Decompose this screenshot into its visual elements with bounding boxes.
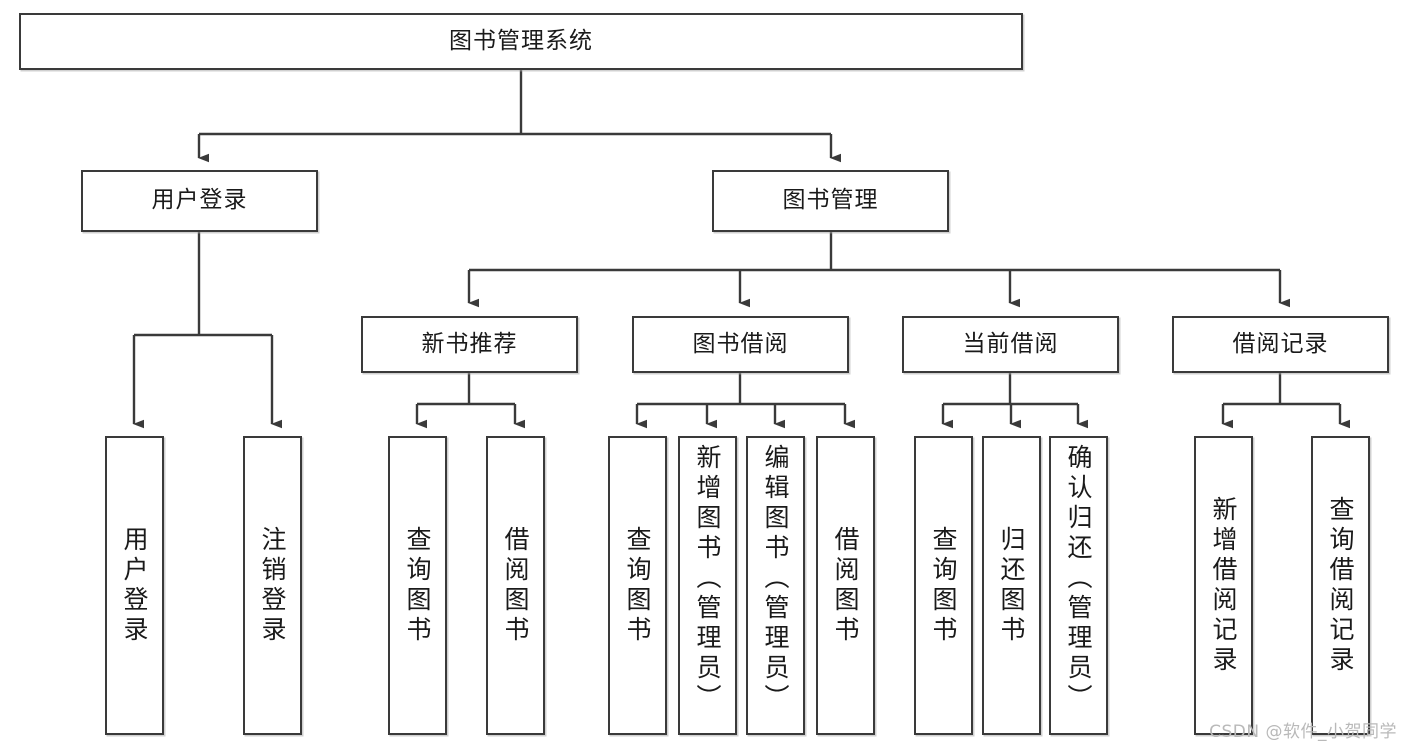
- node-current-borrow[interactable]: 当前借阅: [902, 316, 1119, 373]
- node-book-manage[interactable]: 图书管理: [712, 170, 949, 232]
- leaf-label: 新增图书（管理员）: [693, 444, 722, 714]
- node-borrow-records[interactable]: 借阅记录: [1172, 316, 1389, 373]
- leaf-new-book-query[interactable]: 查询图书: [388, 436, 447, 735]
- node-book-borrow[interactable]: 图书借阅: [632, 316, 849, 373]
- leaf-current-return-book[interactable]: 归还图书: [982, 436, 1041, 735]
- leaf-label: 借阅图书: [501, 525, 530, 646]
- leaf-current-confirm-return[interactable]: 确认归还（管理员）: [1049, 436, 1108, 735]
- leaf-label: 新增借阅记录: [1209, 495, 1238, 676]
- leaf-label: 注销登录: [258, 525, 287, 646]
- leaf-records-add-record[interactable]: 新增借阅记录: [1194, 436, 1253, 735]
- leaf-user-login-login[interactable]: 用户登录: [105, 436, 164, 735]
- leaf-label: 查询图书: [929, 525, 958, 646]
- leaf-label: 用户登录: [120, 525, 149, 646]
- node-user-login-label: 用户登录: [151, 187, 248, 214]
- node-user-login[interactable]: 用户登录: [81, 170, 318, 232]
- leaf-label: 编辑图书（管理员）: [761, 444, 790, 714]
- node-root-label: 图书管理系统: [449, 27, 593, 54]
- node-new-book-recommend-label: 新书推荐: [421, 330, 518, 357]
- leaf-records-query-record[interactable]: 查询借阅记录: [1311, 436, 1370, 735]
- node-current-borrow-label: 当前借阅: [962, 330, 1059, 357]
- watermark-text: CSDN @软件_小贺同学: [1209, 722, 1397, 742]
- node-book-manage-label: 图书管理: [782, 187, 879, 214]
- leaf-user-login-logout[interactable]: 注销登录: [243, 436, 302, 735]
- node-book-borrow-label: 图书借阅: [692, 330, 789, 357]
- leaf-label: 归还图书: [997, 525, 1026, 646]
- leaf-borrow-borrow-book[interactable]: 借阅图书: [816, 436, 875, 735]
- leaf-new-book-borrow[interactable]: 借阅图书: [486, 436, 545, 735]
- node-root[interactable]: 图书管理系统: [19, 13, 1023, 70]
- leaf-current-query-book[interactable]: 查询图书: [914, 436, 973, 735]
- leaf-label: 确认归还（管理员）: [1064, 444, 1093, 714]
- node-borrow-records-label: 借阅记录: [1232, 330, 1329, 357]
- leaf-label: 查询借阅记录: [1326, 495, 1355, 676]
- leaf-borrow-add-book[interactable]: 新增图书（管理员）: [678, 436, 737, 735]
- node-new-book-recommend[interactable]: 新书推荐: [361, 316, 578, 373]
- leaf-label: 查询图书: [403, 525, 432, 646]
- leaf-borrow-query-book[interactable]: 查询图书: [608, 436, 667, 735]
- leaf-label: 查询图书: [623, 525, 652, 646]
- leaf-label: 借阅图书: [831, 525, 860, 646]
- leaf-borrow-edit-book[interactable]: 编辑图书（管理员）: [746, 436, 805, 735]
